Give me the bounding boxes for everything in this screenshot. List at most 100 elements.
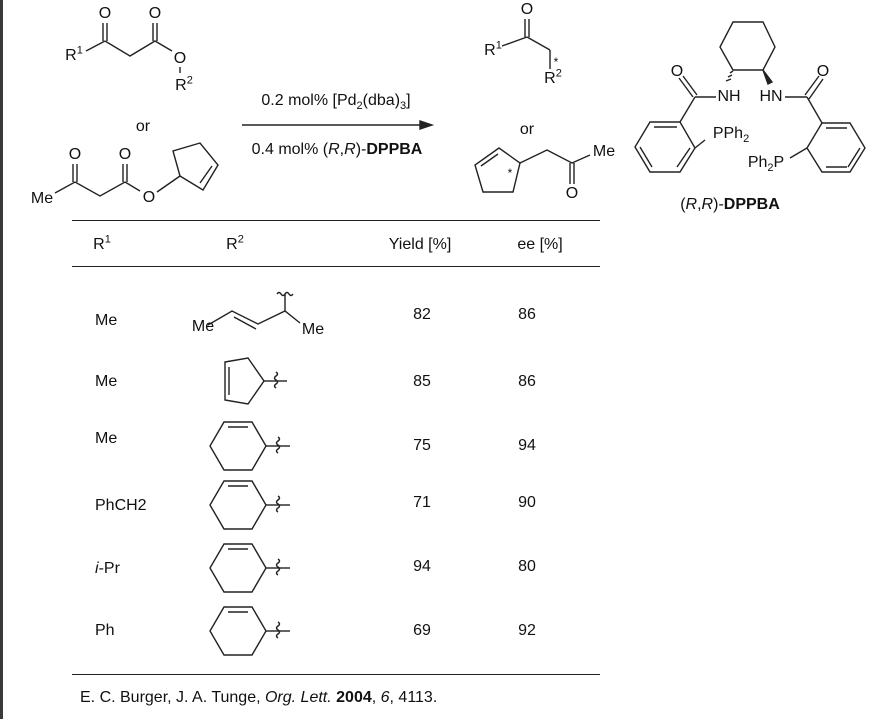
text: R [484,42,496,59]
atom-label: O [98,5,112,22]
left-border [0,0,3,719]
product-ketone-bonds [501,19,551,69]
cell-yield: 82 [413,306,431,323]
atom-label: O [173,50,187,67]
text: R [328,141,340,158]
atom-label: Me [30,190,54,207]
sup: 2 [555,67,562,80]
atom-label: Me [301,321,325,338]
text: DPPBA [366,141,423,158]
text: R [226,236,238,253]
ph2p-label: Ph2P [747,154,785,174]
text: 6 [380,689,390,706]
r2-sup: 2 [186,74,193,87]
cell-r1: PhCH2 [95,497,147,514]
text: , [371,689,381,706]
text: R [701,196,714,213]
conditions-catalyst: 0.2 mol% [Pd2(dba)3] [261,92,411,113]
text: E. C. Burger, J. A. Tunge, [80,689,265,706]
text: )- [355,141,367,158]
cell-r1: Ph [95,622,115,639]
table-bottom-rule [72,674,600,675]
r2-cyclohexenyl-structure [209,480,291,530]
text: R [93,236,105,253]
atom-label: O [565,185,579,202]
text: (dba) [362,92,401,109]
r2-label: R2 [544,67,562,87]
cell-ee: 94 [518,437,536,454]
text: 0.4 mol% ( [251,141,329,158]
atom-label: O [142,189,156,206]
or-text: or [519,121,535,138]
text: )- [713,196,724,213]
text: , [339,141,345,158]
text: R [685,196,698,213]
text: PPh [712,125,744,142]
r2-cyclopentenyl-structure [224,357,287,405]
cell-r1: Me [95,312,118,329]
atom-label: O [520,1,534,18]
cell-ee: 90 [518,494,536,511]
cell-ee: 80 [518,558,536,575]
reactant-ketoester-bonds [85,23,181,73]
text: , [697,196,702,213]
r2-cyclohexenyl-structure [209,543,291,593]
sub: 3 [400,100,407,113]
table-header-rule [72,266,600,267]
text: P [773,154,785,171]
cell-yield: 69 [413,622,431,639]
text: -Pr [98,560,120,577]
atom-label: Me [191,318,215,335]
sup: 1 [495,39,502,52]
cell-yield: 94 [413,558,431,575]
conditions-ligand: 0.4 mol% (R,R)-DPPBA [252,142,423,158]
cell-r1: Me [95,373,118,390]
text: 2004 [336,689,372,706]
text: R [344,141,356,158]
text: ] [406,92,411,109]
ligand-name: (R,R)-DPPBA [680,197,780,213]
citation: E. C. Burger, J. A. Tunge, Org. Lett. 20… [80,689,437,707]
sup: 2 [237,233,244,246]
r1-sup: 1 [76,44,83,57]
atom-label: O [148,5,162,22]
product-cyclopentenyl-bonds [474,147,591,193]
text: 0.2 mol% [Pd [261,92,357,109]
header-yield: Yield [%] [388,236,452,253]
text: Ph [747,154,768,171]
table-top-rule [72,220,600,221]
sub: 2 [743,133,750,146]
sup: 1 [104,233,111,246]
r2-label: R2 [175,74,193,94]
stereocenter-star: * [553,55,559,69]
cell-r1: Me [95,430,118,447]
atom-label: NH [717,88,741,105]
header-ee: ee [%] [517,236,563,253]
cell-yield: 85 [413,373,431,390]
atom-label: O [670,63,684,80]
text: , 4113. [389,689,438,706]
reactant-cyclopentenyl-bonds [54,142,219,197]
r2-pentenyl-structure [207,291,301,330]
or-text: or [135,118,151,135]
sub: 2 [356,100,363,113]
cell-yield: 75 [413,437,431,454]
cell-r1: i-Pr [95,560,120,578]
cell-yield: 71 [413,494,431,511]
r2-cyclohexenyl-structure [209,606,291,656]
atom-label: HN [759,88,783,105]
text: R [544,70,556,87]
atom-label: O [816,63,830,80]
reaction-arrow [242,120,435,130]
text: Org. Lett. [264,689,332,706]
text: ( [680,196,686,213]
text: DPPBA [723,196,780,213]
cell-ee: 92 [518,622,536,639]
atom-label: O [68,146,82,163]
text: i [95,560,99,577]
r1-label: R1 [484,39,502,59]
r2-text: R [175,77,187,94]
atom-label: O [118,146,132,163]
